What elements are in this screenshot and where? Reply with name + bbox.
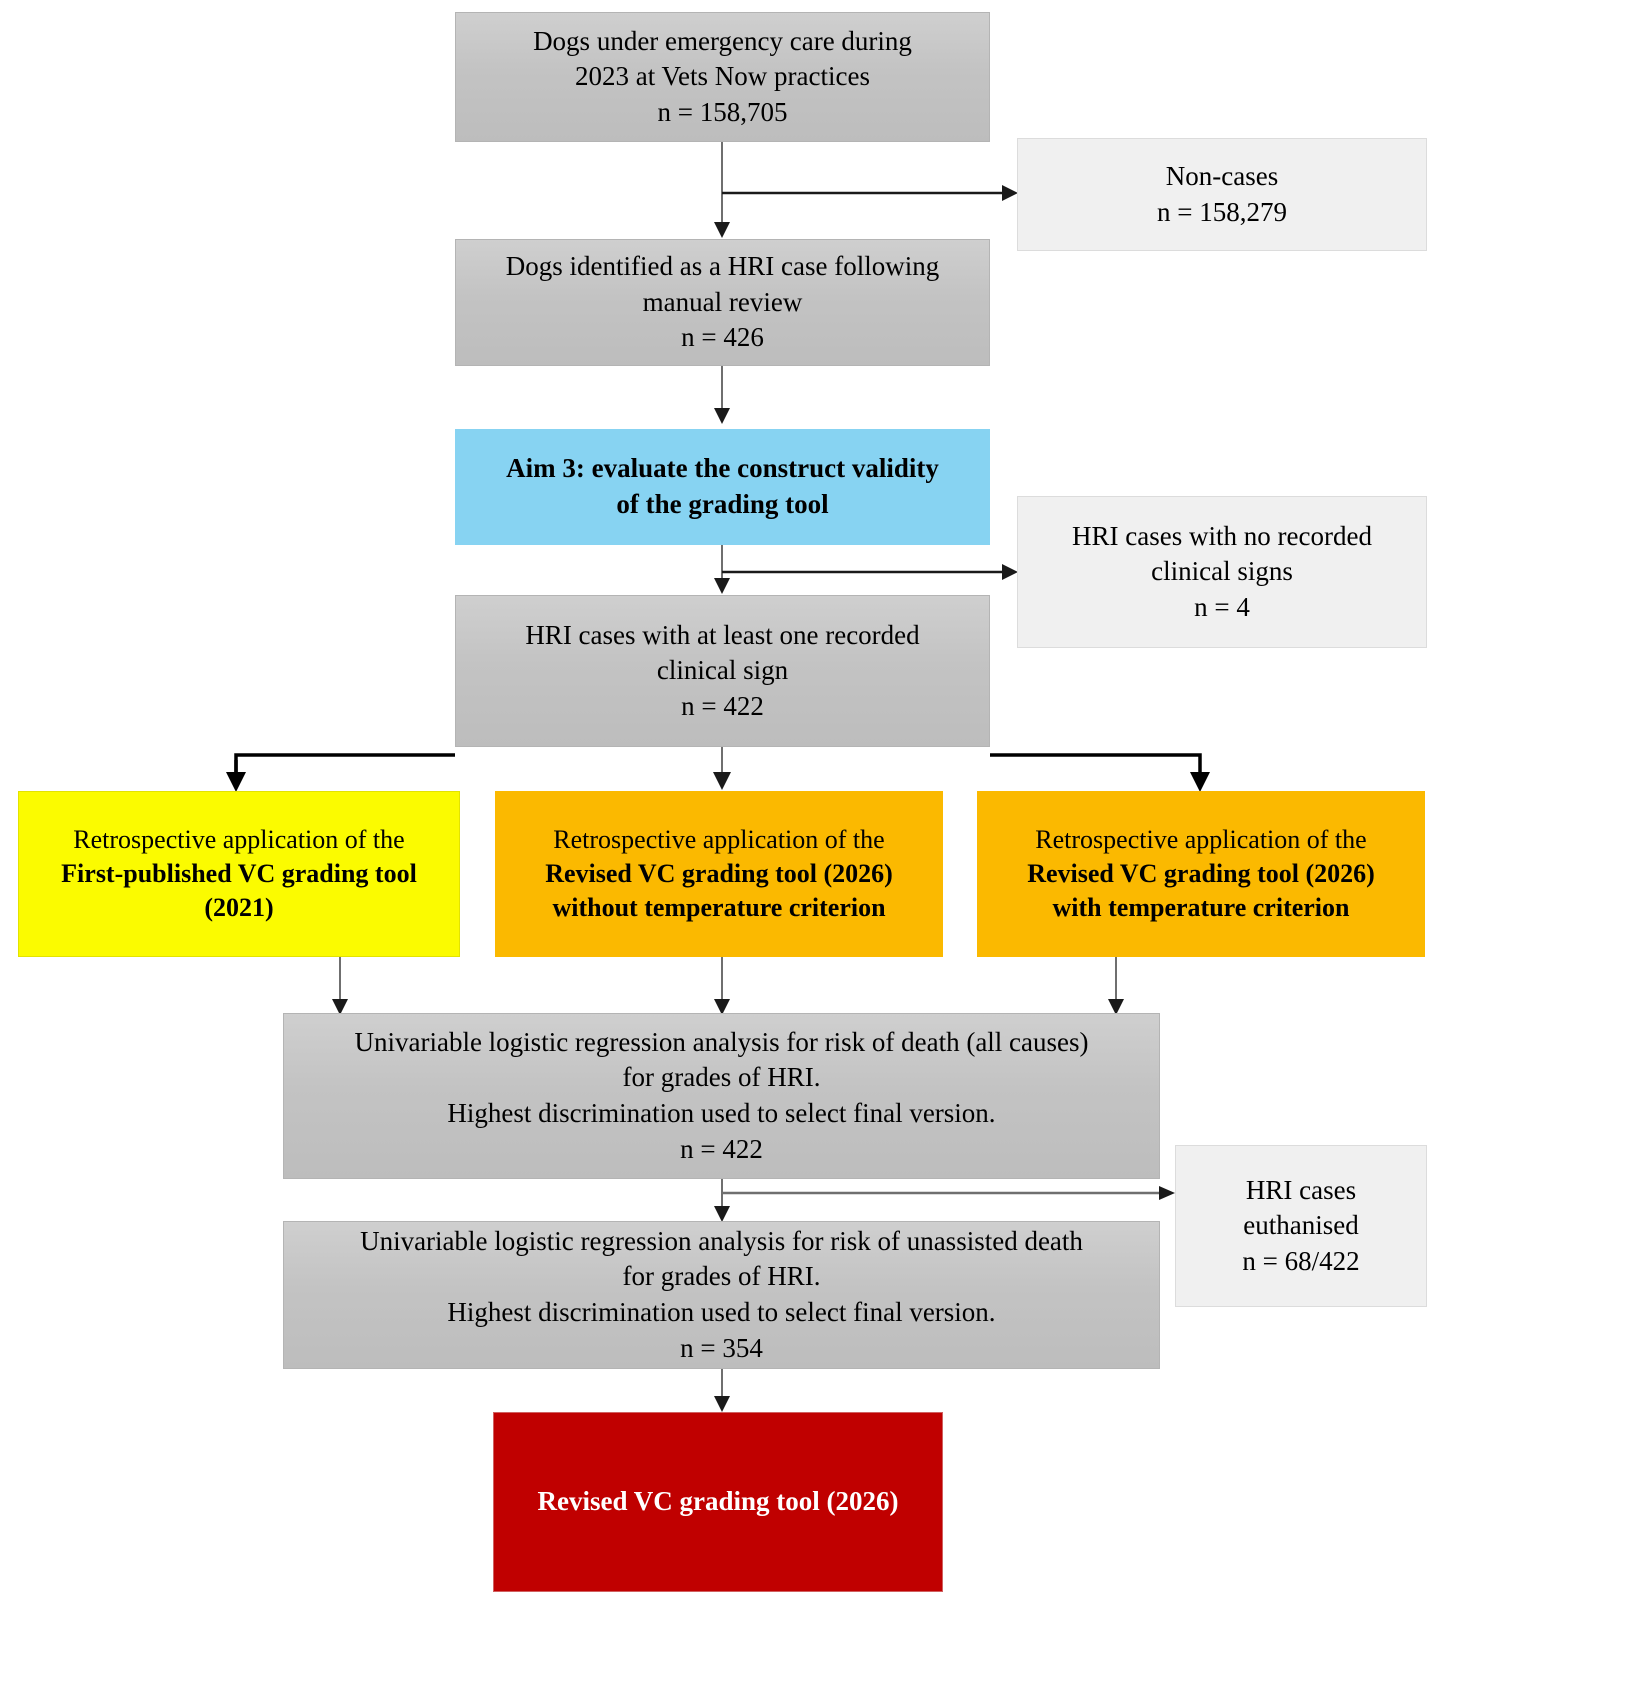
edge-source-to-hri [714,141,730,238]
non-cases-line1: Non-cases [1165,160,1279,191]
with-signs-line2: clinical sign [656,655,789,686]
tool-2026-withtemp-line2: Revised VC grading tool (2026) [1027,858,1375,888]
tool-2026-withtemp-line3: with temperature criterion [1052,893,1350,923]
non-cases-line2: n = 158,279 [1157,196,1287,227]
hri-cases-line1: Dogs identified as a HRI case following [505,251,940,282]
source-population-line1: Dogs under emergency care during [533,25,912,56]
tool-2021-line3: (2021) [204,893,274,923]
source-population-line2: 2023 at Vets Now practices [575,61,870,92]
edge-tool2026-withtemp-to-regression1 [1108,957,1124,1015]
edge-regression1-to-regression2 [714,1178,730,1222]
regression-unassisted-line1: Univariable logistic regression analysis… [360,1225,1083,1256]
edge-to-nosigns [722,564,1018,580]
tool-2026-notemp-line1: Retrospective application of the [553,824,885,854]
edge-aim3-to-withsigns [714,545,730,594]
edge-withsigns-to-tool2026-notemp [713,746,731,790]
tool-2021-line1: Retrospective application of the [73,824,405,854]
node-non-cases: Non-cases n = 158,279 [1017,138,1427,251]
edge-withsigns-to-tool2021 [226,753,455,792]
regression-all-causes-line1: Univariable logistic regression analysis… [354,1026,1089,1057]
regression-unassisted-line4: n = 354 [680,1332,763,1363]
no-signs-line1: HRI cases with no recorded [1072,520,1372,551]
final-tool-line1: Revised VC grading tool (2026) [537,1486,899,1517]
edge-tool2021-to-regression1 [332,957,348,1015]
euthanised-line2: n = 68/422 [1242,1245,1360,1276]
node-euthanised: HRI cases euthanised n = 68/422 [1175,1145,1427,1307]
no-signs-line2: clinical signs [1151,556,1293,587]
tool-2026-withtemp-line1: Retrospective application of the [1035,824,1367,854]
with-signs-line3: n = 422 [681,690,764,721]
edge-source-to-noncases [722,185,1018,201]
node-no-recorded-signs: HRI cases with no recorded clinical sign… [1017,496,1427,648]
node-tool-2026-no-temperature: Retrospective application of the Revised… [495,791,943,957]
edge-to-euthanised [722,1186,1175,1200]
node-hri-cases-identified: Dogs identified as a HRI case following … [455,239,990,366]
regression-all-causes-line2: for grades of HRI. [622,1062,821,1093]
tool-2026-notemp-line3: without temperature criterion [552,893,886,923]
regression-all-causes-line3: Highest discrimination used to select fi… [447,1098,996,1128]
euthanised-line1: HRI cases euthanised [1243,1174,1359,1241]
node-tool-2021: Retrospective application of the First-p… [18,791,460,957]
hri-cases-line3: n = 426 [681,322,764,353]
edge-withsigns-to-tool2026-withtemp [990,753,1210,792]
node-tool-2026-with-temperature: Retrospective application of the Revised… [977,791,1425,957]
node-source-population: Dogs under emergency care during 2023 at… [455,12,990,142]
regression-unassisted-line3: Highest discrimination used to select fi… [447,1297,996,1327]
regression-all-causes-line4: n = 422 [680,1133,763,1164]
aim3-line1: Aim 3: evaluate the construct validity [506,453,939,484]
node-cases-with-signs: HRI cases with at least one recorded cli… [455,595,990,747]
node-regression-all-causes: Univariable logistic regression analysis… [283,1013,1160,1179]
tool-2021-line2: First-published VC grading tool [61,858,417,888]
no-signs-line3: n = 4 [1194,591,1250,622]
node-aim3: Aim 3: evaluate the construct validity o… [455,429,990,545]
edge-regression2-to-final [714,1368,730,1412]
hri-cases-line2: manual review [642,286,803,317]
regression-unassisted-line2: for grades of HRI. [622,1261,821,1292]
edge-hri-to-aim3 [714,365,730,424]
tool-2026-notemp-line2: Revised VC grading tool (2026) [545,858,893,888]
source-population-line3: n = 158,705 [657,96,788,127]
node-final-tool: Revised VC grading tool (2026) [493,1412,943,1592]
edge-tool2026-notemp-to-regression1 [714,957,730,1015]
aim3-line2: of the grading tool [616,489,829,519]
node-regression-unassisted: Univariable logistic regression analysis… [283,1221,1160,1369]
with-signs-line1: HRI cases with at least one recorded [525,619,920,650]
